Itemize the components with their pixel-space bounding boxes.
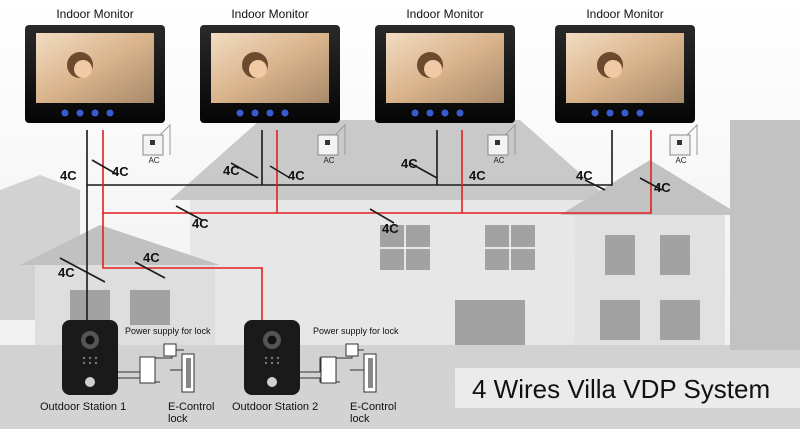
cable-label: 4C [112, 164, 129, 179]
title-backdrop [455, 368, 800, 408]
outdoor-station-2-label: Outdoor Station 2 [232, 401, 318, 413]
econtrol-label-1-line2: lock [168, 413, 188, 425]
button-dots-icon [61, 109, 114, 117]
indoor-monitor-3 [375, 25, 515, 123]
button-dots-icon [236, 109, 289, 117]
econtrol-label-2-line2: lock [350, 413, 370, 425]
cable-label: 4C [469, 168, 486, 183]
cable-label: 4C [192, 216, 209, 231]
ac-adapter-icon [669, 123, 698, 156]
cable-label: 4C [60, 168, 77, 183]
monitor-label-2: Indoor Monitor [231, 7, 308, 21]
ac-adapter-icon [487, 123, 516, 156]
outdoor-station-1 [62, 320, 118, 395]
cable-label: 4C [654, 180, 671, 195]
cable-label: 4C [58, 265, 75, 280]
outdoor-station-1-label: Outdoor Station 1 [40, 401, 126, 413]
monitor-label-4: Indoor Monitor [586, 7, 663, 21]
button-dots-icon [411, 109, 464, 117]
monitor-label-3: Indoor Monitor [406, 7, 483, 21]
cable-label: 4C [401, 156, 418, 171]
ac-label-1: AC [148, 156, 159, 165]
indoor-monitor-2 [200, 25, 340, 123]
indoor-monitor-4 [555, 25, 695, 123]
cable-label: 4C [382, 221, 399, 236]
econtrol-label-1-line1: E-Control [168, 401, 214, 413]
cable-label: 4C [223, 163, 240, 178]
person-photo-icon [386, 33, 504, 103]
person-photo-icon [211, 33, 329, 103]
cable-label: 4C [143, 250, 160, 265]
person-photo-icon [566, 33, 684, 103]
econtrol-label-2-line1: E-Control [350, 401, 396, 413]
ac-adapter-icon [142, 123, 171, 156]
diagram-title: 4 Wires Villa VDP System [472, 374, 770, 404]
lock-switch-icon [320, 343, 377, 393]
cable-label: 4C [576, 168, 593, 183]
ac-label-4: AC [675, 156, 686, 165]
cable-label: 4C [288, 168, 305, 183]
power-supply-label-1: Power supply for lock [125, 326, 211, 336]
outdoor-station-2 [244, 320, 300, 395]
ac-label-2: AC [323, 156, 334, 165]
person-photo-icon [36, 33, 154, 103]
ac-label-3: AC [493, 156, 504, 165]
button-dots-icon [591, 109, 644, 117]
ac-adapter-icon [317, 123, 346, 156]
power-supply-label-2: Power supply for lock [313, 326, 399, 336]
lock-switch-icon [139, 343, 195, 393]
wiring [59, 130, 663, 320]
monitor-label-1: Indoor Monitor [56, 7, 133, 21]
indoor-monitor-1 [25, 25, 165, 123]
